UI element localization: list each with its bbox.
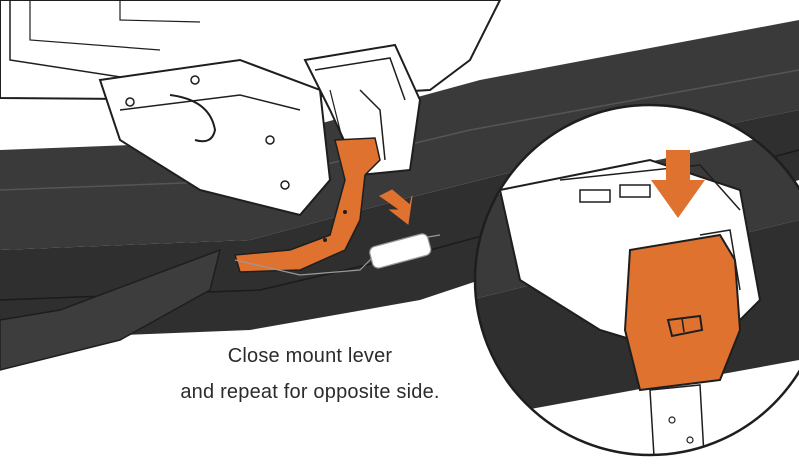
arrow-up-right-icon xyxy=(379,189,413,225)
caption-line-1: Close mount lever xyxy=(227,345,393,367)
lower-support xyxy=(0,248,222,371)
ratchet-connector xyxy=(234,233,441,276)
caption-line-2: and repeat for opposite side. xyxy=(180,381,440,403)
detail-callout xyxy=(473,103,799,457)
mount-body xyxy=(98,43,422,217)
arrow-down-icon xyxy=(651,150,705,218)
strap-left xyxy=(234,137,381,273)
brand-logo-icon xyxy=(666,314,704,338)
